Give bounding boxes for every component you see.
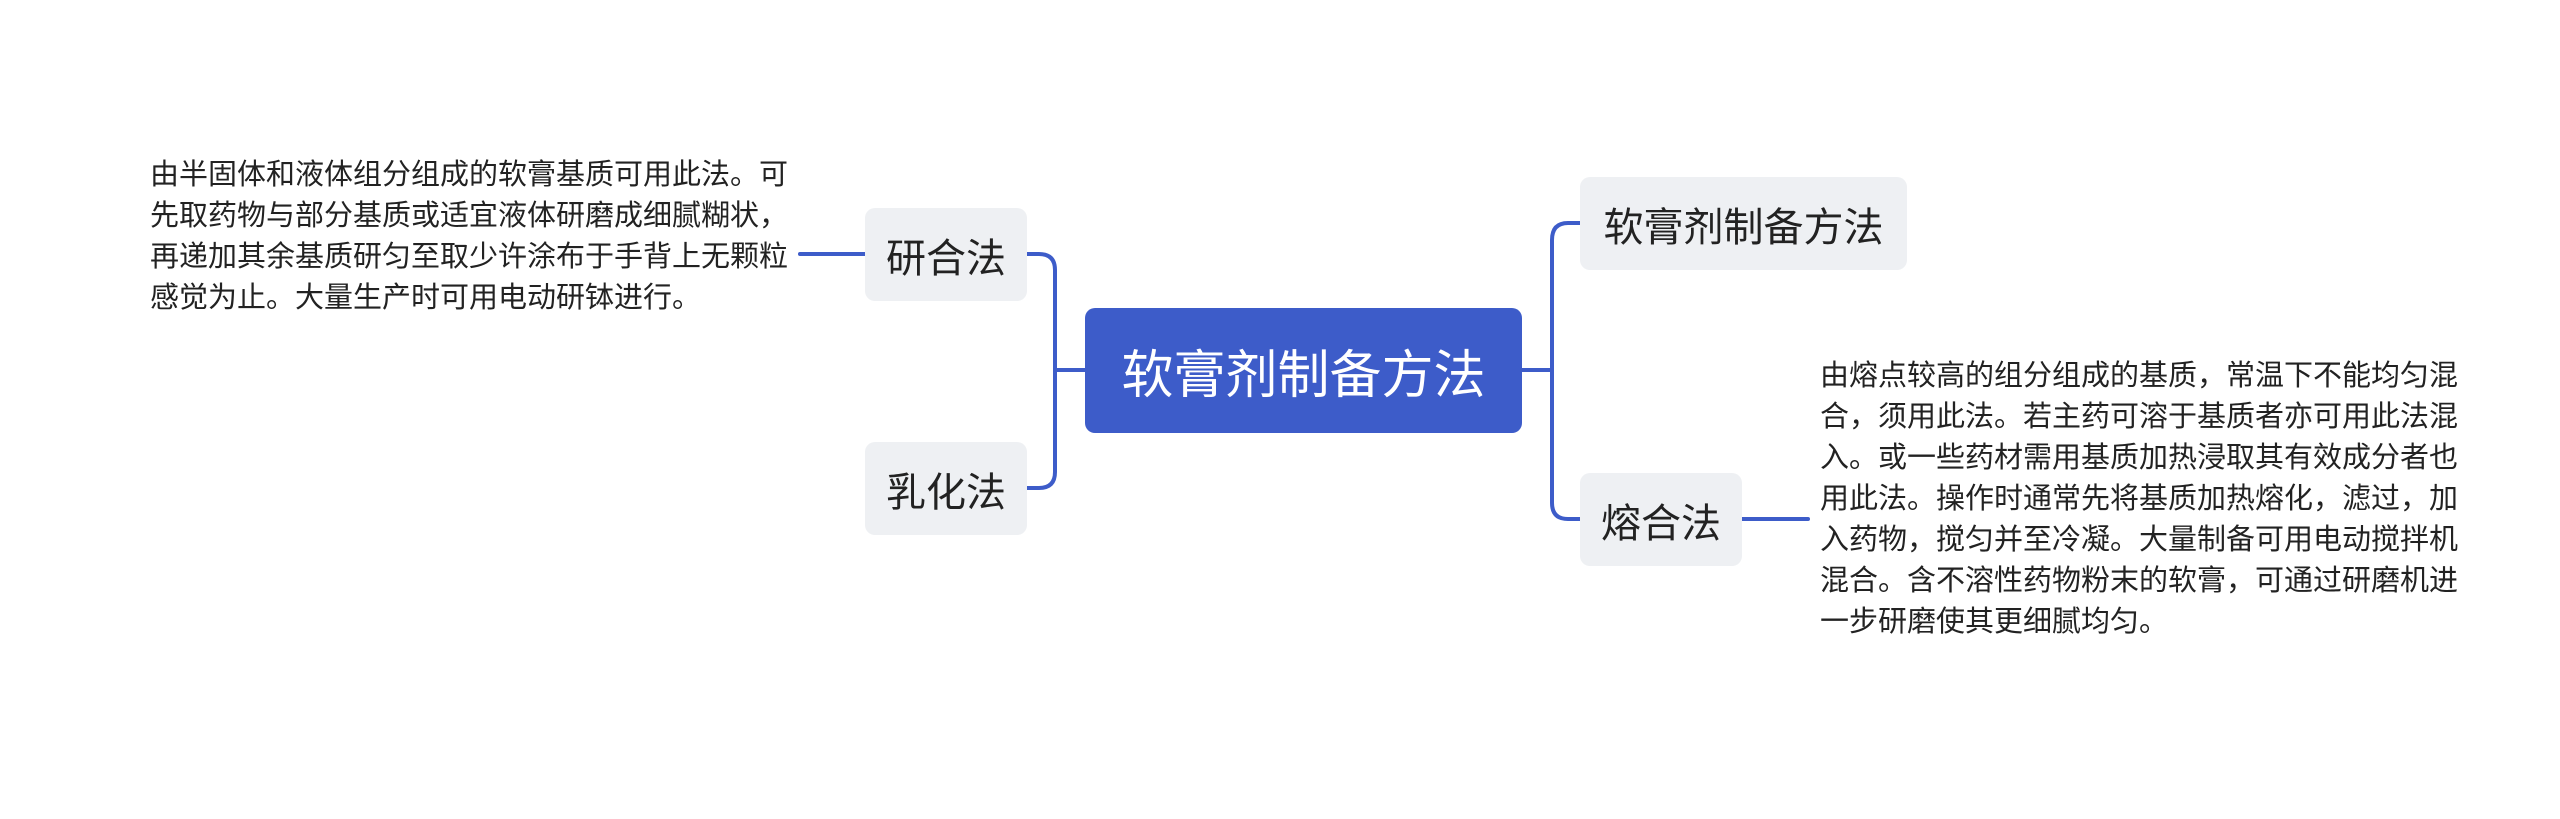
note-yanhe[interactable]: 由半固体和液体组分组成的软膏基质可用此法。可先取药物与部分基质或适宜液体研磨成细… [150, 157, 789, 314]
root-topic[interactable]: 软膏剂制备方法 [1085, 308, 1522, 433]
subtopic-ruhua[interactable]: 乳化法 [865, 442, 1027, 535]
connector-to-yanhe [1025, 252, 1057, 372]
subtopic-yanhe[interactable]: 研合法 [865, 208, 1027, 301]
subtopic-ruangao[interactable]: 软膏剂制备方法 [1580, 177, 1907, 270]
note-ronghe[interactable]: 由熔点较高的组分组成的基质，常温下不能均匀混合，须用此法。若主药可溶于基质者亦可… [1820, 358, 2459, 638]
root-topic-label: 软膏剂制备方法 [1121, 346, 1486, 406]
subtopic-yanhe-label: 研合法 [886, 235, 1006, 282]
connector-to-ronghe [1550, 368, 1582, 521]
subtopic-ruhua-label: 乳化法 [886, 469, 1006, 516]
subtopic-ronghe[interactable]: 熔合法 [1580, 473, 1742, 566]
subtopic-ronghe-label: 熔合法 [1601, 500, 1721, 547]
connector-to-ruangao [1550, 221, 1582, 372]
subtopic-ruangao-label: 软膏剂制备方法 [1603, 204, 1884, 251]
connector-to-ruhua [1025, 368, 1057, 490]
